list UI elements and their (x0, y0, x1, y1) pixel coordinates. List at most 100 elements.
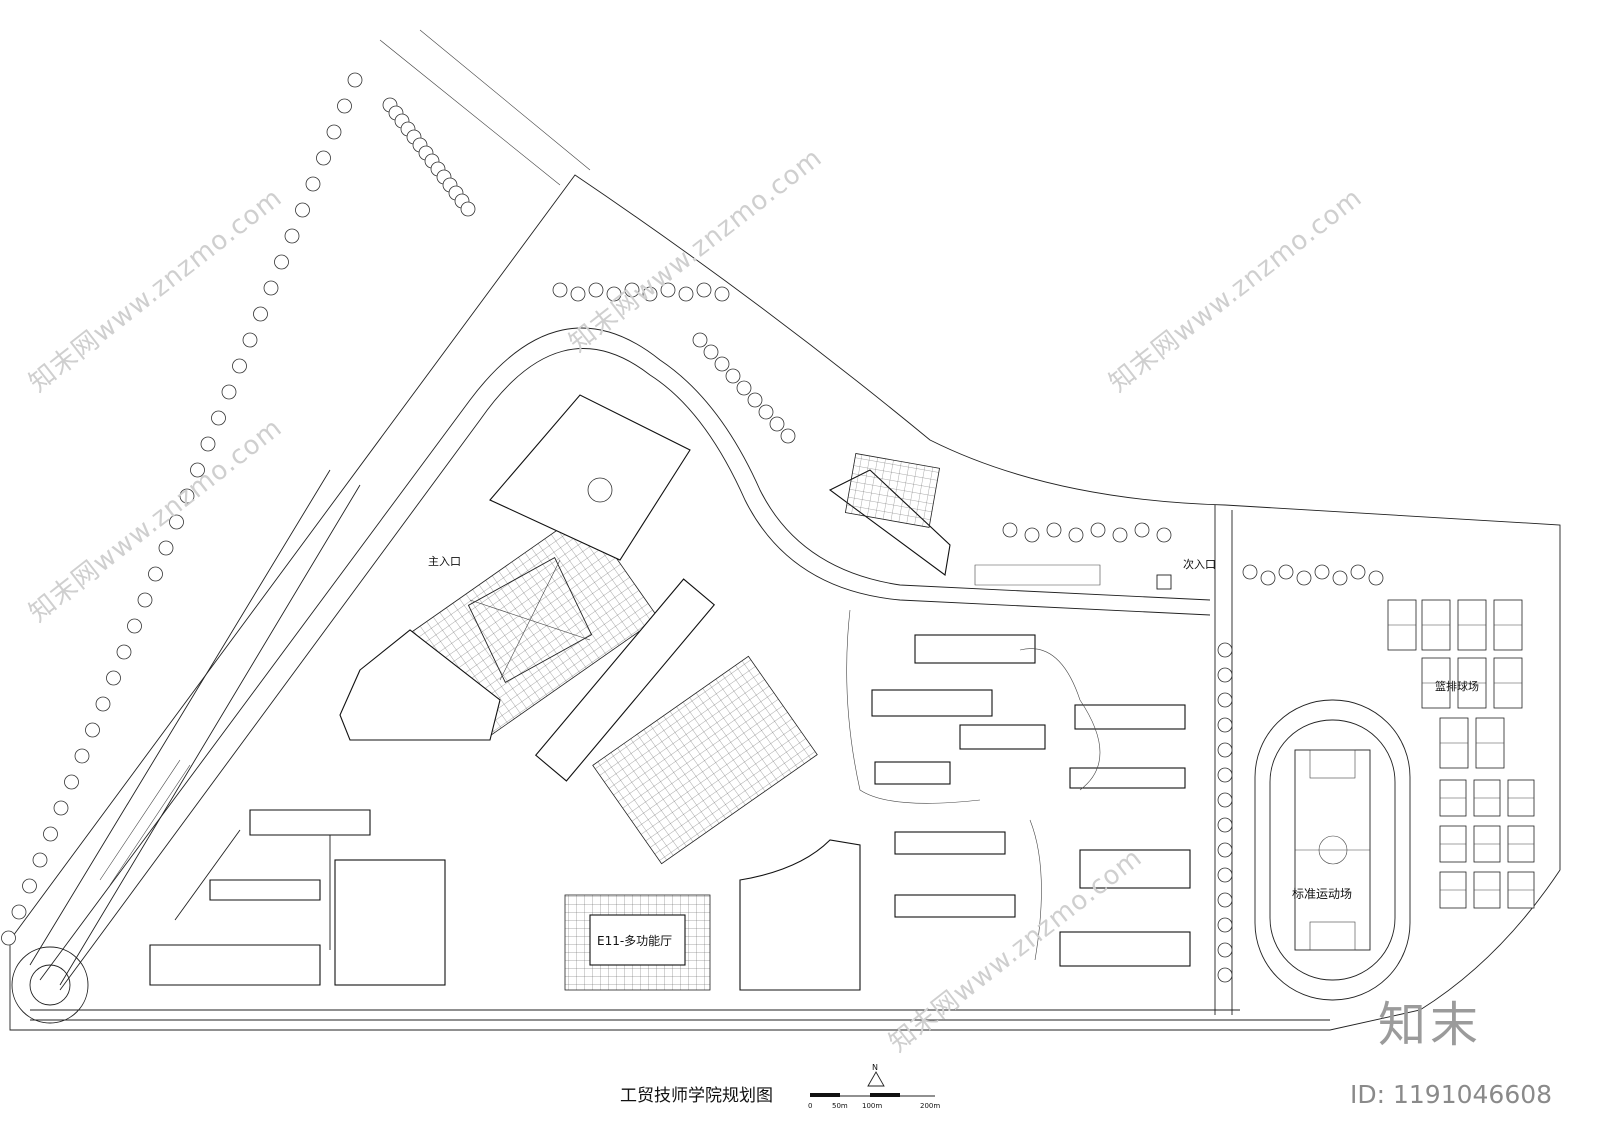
tree (780, 428, 796, 444)
tree (232, 358, 247, 374)
tree (158, 540, 174, 556)
tree (1217, 817, 1233, 833)
tree (22, 878, 37, 894)
tree (1217, 667, 1233, 683)
tree (1278, 564, 1294, 580)
stadium-label: 标准运动场 (1292, 887, 1352, 901)
standard-stadium (1254, 699, 1411, 1001)
tree (85, 722, 100, 738)
tree (32, 852, 48, 868)
ring-road (39, 327, 1211, 981)
west-block (339, 629, 501, 741)
tree (295, 202, 310, 218)
courts-grid (1387, 599, 1523, 769)
tree (1112, 527, 1128, 543)
image-id-label: ID: 1191046608 (1350, 1080, 1553, 1109)
tree (64, 774, 79, 790)
tree (1156, 527, 1172, 543)
secondary-entrance-label: 次入口 (1183, 557, 1216, 571)
page-title: 工贸技师学院规划图 (620, 1086, 773, 1106)
tree (116, 644, 132, 660)
tree (1217, 942, 1233, 958)
tree (1217, 967, 1233, 983)
tree-row-west (1, 72, 476, 946)
tree (148, 566, 163, 582)
scale-100: 100m (862, 1102, 882, 1110)
tree (95, 696, 111, 712)
tree (1350, 564, 1366, 580)
tree (1314, 564, 1330, 580)
tree (74, 748, 90, 764)
gymnasium (739, 839, 861, 991)
courts-label: 篮排球场 (1435, 679, 1479, 693)
scale-bar: N 0 50m 100m 200m (808, 1063, 940, 1110)
north-label: N (872, 1063, 878, 1072)
roundabout (11, 946, 89, 1024)
tree (1, 930, 16, 946)
tree (692, 332, 708, 348)
site-boundary (9, 174, 1561, 1031)
scale-200: 200m (920, 1102, 940, 1110)
tree (678, 286, 694, 302)
brand-watermark: 知末 (1378, 997, 1483, 1053)
tree (284, 228, 300, 244)
tree (11, 904, 27, 920)
tree (725, 368, 741, 384)
tree (1260, 570, 1276, 586)
tree (1217, 867, 1233, 883)
tree (1068, 527, 1084, 543)
tree (460, 201, 476, 217)
tree (1242, 564, 1258, 580)
teaching-spine (534, 578, 716, 782)
tree (1217, 692, 1233, 708)
tree (1217, 842, 1233, 858)
tree (53, 800, 69, 816)
tree (190, 462, 205, 478)
tree (1217, 642, 1233, 658)
tree (200, 436, 216, 452)
tree (1217, 792, 1233, 808)
tree (242, 332, 258, 348)
tree (769, 416, 785, 432)
tree (1134, 522, 1150, 538)
tree (127, 618, 142, 634)
tree (570, 286, 586, 302)
main-entrance-label: 主入口 (428, 555, 461, 568)
tree (624, 282, 640, 298)
tree (169, 514, 184, 530)
tree (660, 282, 676, 298)
tree (714, 286, 730, 302)
tree (642, 286, 658, 302)
tree (347, 72, 363, 88)
tree (1090, 522, 1106, 538)
tree (1217, 917, 1233, 933)
tree (106, 670, 121, 686)
tree (137, 592, 153, 608)
tree (736, 380, 752, 396)
tree (263, 280, 279, 296)
tree (696, 282, 712, 298)
tree (1332, 570, 1348, 586)
training-workshop (334, 859, 446, 986)
scale-50: 50m (832, 1102, 848, 1110)
tree (211, 410, 226, 426)
tree (337, 98, 352, 114)
tree (606, 286, 622, 302)
tree (1217, 892, 1233, 908)
tree (221, 384, 237, 400)
tree (179, 488, 195, 504)
tree (1024, 527, 1040, 543)
tree (1217, 717, 1233, 733)
multifunction-hall-label: E11-多功能厅 (597, 934, 672, 948)
tree (747, 392, 763, 408)
tree (714, 356, 730, 372)
tree (274, 254, 289, 270)
tree (1002, 522, 1018, 538)
tree (1296, 570, 1312, 586)
library (489, 394, 691, 561)
tree (1217, 742, 1233, 758)
tree (1368, 570, 1384, 586)
tree (1046, 522, 1062, 538)
tree (552, 282, 568, 298)
